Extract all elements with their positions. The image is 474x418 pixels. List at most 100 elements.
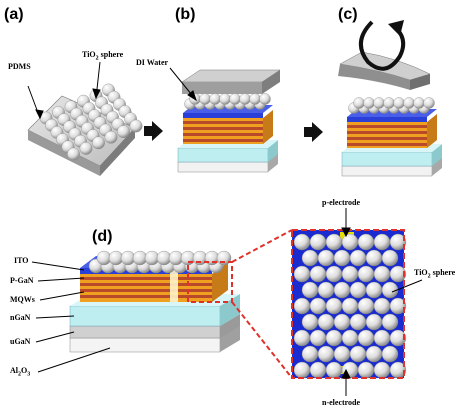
tio2-sphere — [374, 98, 385, 109]
di-water-label: DI Water — [136, 58, 168, 67]
tio2-sphere — [334, 282, 350, 298]
arrow-a-to-b — [144, 121, 163, 141]
panel-c-label: (c) — [338, 6, 358, 24]
callout-line-top — [232, 230, 292, 262]
panel-b-stamp — [182, 70, 280, 94]
tio2-sphere — [382, 346, 398, 362]
tio2-sphere — [210, 94, 221, 105]
tio2-sphere — [294, 298, 310, 314]
tio2-sphere — [334, 346, 350, 362]
tio2-sphere — [67, 148, 79, 160]
tio2-sphere — [92, 137, 104, 149]
tio2-sphere — [250, 94, 261, 105]
tio2-sphere — [404, 98, 415, 109]
tio2-sphere — [350, 314, 366, 330]
tio2-sphere — [382, 282, 398, 298]
tio2-sphere — [366, 250, 382, 266]
panel-c-led-stack — [342, 109, 442, 176]
callout-line-bottom — [232, 302, 292, 378]
tio2-sphere — [294, 362, 310, 378]
pgan-label: P-GaN — [10, 276, 34, 285]
tio2-sphere — [350, 282, 366, 298]
tio2-sphere — [105, 131, 117, 143]
panel-d-label: (d) — [92, 228, 112, 246]
panel-b-label: (b) — [175, 6, 195, 24]
ito-label: ITO — [14, 256, 29, 265]
tio2-sphere — [342, 266, 358, 282]
tio2-sphere — [240, 94, 251, 105]
tio2-sphere — [310, 362, 326, 378]
tio2-sphere — [326, 266, 342, 282]
tio2-sphere — [394, 98, 405, 109]
tio2-sphere-label-zoom: TiO2 sphere — [414, 268, 455, 280]
tio2-sphere — [374, 330, 390, 346]
tio2-sphere — [302, 346, 318, 362]
ngan-label: nGaN — [10, 313, 30, 322]
tio2-sphere — [302, 314, 318, 330]
tio2-sphere — [342, 298, 358, 314]
tio2-sphere — [366, 346, 382, 362]
tio2-sphere — [374, 362, 390, 378]
tio2-sphere — [374, 298, 390, 314]
tio2-sphere — [130, 120, 142, 132]
tio2-sphere — [302, 282, 318, 298]
tio2-sphere — [326, 362, 342, 378]
tio2-sphere — [334, 314, 350, 330]
tio2-sphere — [318, 250, 334, 266]
panel-b-spheres — [185, 94, 271, 110]
tio2-sphere-label-a: TiO2 sphere — [82, 50, 123, 62]
tio2-sphere — [310, 234, 326, 250]
panel-b-led-stack — [178, 105, 278, 172]
tio2-sphere — [354, 98, 365, 109]
tio2-sphere — [382, 314, 398, 330]
tio2-sphere — [342, 330, 358, 346]
tio2-sphere — [294, 234, 310, 250]
tio2-sphere — [310, 266, 326, 282]
tio2-sphere — [318, 314, 334, 330]
tio2-sphere — [294, 330, 310, 346]
ugan-label: uGaN — [10, 337, 30, 346]
tio2-sphere — [117, 125, 129, 137]
tio2-sphere — [260, 94, 271, 105]
tio2-sphere — [350, 250, 366, 266]
tio2-sphere — [294, 266, 310, 282]
tio2-sphere — [374, 234, 390, 250]
tio2-sphere — [414, 98, 425, 109]
panel-a-label: (a) — [4, 6, 24, 24]
tio2-sphere — [382, 250, 398, 266]
tio2-sphere — [358, 330, 374, 346]
tio2-sphere — [326, 234, 342, 250]
panel-d-spheres — [89, 251, 231, 273]
tio2-sphere — [318, 282, 334, 298]
tio2-sphere — [302, 250, 318, 266]
tio2-sphere — [350, 346, 366, 362]
panel-c-peeled-stamp — [338, 52, 430, 90]
tio2-sphere — [334, 250, 350, 266]
tio2-sphere — [358, 234, 374, 250]
tio2-sphere — [364, 98, 375, 109]
al2o3-label: Al2O3 — [10, 366, 30, 378]
tio2-sphere — [318, 346, 334, 362]
tio2-sphere — [230, 94, 241, 105]
tio2-sphere — [366, 282, 382, 298]
p-electrode-label: p-electrode — [322, 198, 360, 207]
mqws-label: MQWs — [10, 295, 35, 304]
tio2-sphere — [220, 94, 231, 105]
tio2-sphere — [326, 330, 342, 346]
pdms-label: PDMS — [8, 62, 31, 71]
tio2-sphere — [80, 142, 92, 154]
n-electrode-label: n-electrode — [322, 398, 360, 407]
tio2-sphere — [384, 98, 395, 109]
tio2-sphere — [374, 266, 390, 282]
tio2-sphere — [310, 298, 326, 314]
tio2-sphere — [326, 298, 342, 314]
tio2-sphere — [200, 94, 211, 105]
tio2-sphere — [358, 266, 374, 282]
tio2-sphere — [366, 314, 382, 330]
tio2-sphere — [358, 298, 374, 314]
tio2-sphere — [342, 234, 358, 250]
tio2-sphere — [358, 362, 374, 378]
tio2-sphere — [424, 98, 435, 109]
panel-c-spheres — [349, 98, 435, 114]
